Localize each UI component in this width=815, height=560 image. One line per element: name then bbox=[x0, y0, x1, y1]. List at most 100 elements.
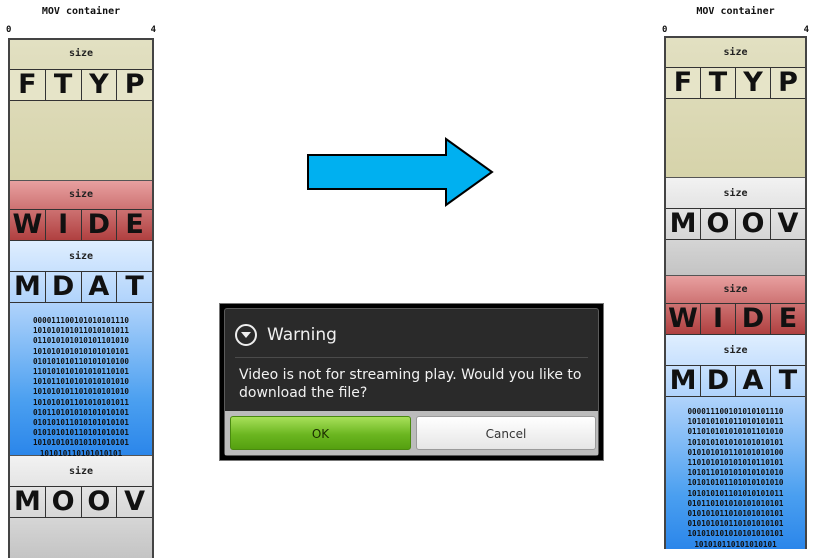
right-moov-letter: V bbox=[777, 208, 799, 239]
bit-row: 110101010101010110101 bbox=[32, 367, 129, 377]
dialog-message: Video is not for streaming play. Would y… bbox=[239, 367, 582, 401]
right-box-stack: size F T Y P size M O O V size W I bbox=[664, 36, 807, 549]
bit-row: 101010110101010101 bbox=[39, 448, 123, 458]
left-wide-size-label: size bbox=[68, 189, 94, 200]
bit-row: 101010101101010101011 bbox=[687, 488, 784, 498]
bit-row: 101011010101010101010 bbox=[687, 468, 784, 478]
right-moov-letter: M bbox=[666, 209, 701, 239]
left-ftyp-size-label: size bbox=[68, 48, 94, 59]
left-moov-box: size M O O V bbox=[10, 456, 152, 558]
bit-row: 010101010110101010101 bbox=[32, 428, 129, 438]
right-tick-start: 0 bbox=[662, 25, 668, 35]
left-mdat-binary-data: 000011100101010101110 101010101011010101… bbox=[10, 316, 152, 459]
right-wide-size-label: size bbox=[723, 284, 748, 295]
right-moov-box: size M O O V bbox=[666, 178, 805, 276]
bit-row: 101010101010101010101 bbox=[687, 529, 784, 539]
right-moov-fourcc: M O O V bbox=[666, 208, 805, 240]
left-moov-letter: O bbox=[46, 487, 82, 517]
left-wide-fourcc: W I D E bbox=[10, 209, 152, 241]
right-wide-fourcc: W I D E bbox=[666, 303, 805, 335]
bit-row: 010101010110101010101 bbox=[687, 519, 784, 529]
right-container-title: MOV container bbox=[696, 6, 775, 17]
left-box-stack: size F T Y P size W I D E size M D bbox=[8, 38, 154, 558]
left-mov-container: MOV container 0 4 size F T Y P size W I … bbox=[6, 0, 156, 560]
left-mdat-letter: T bbox=[125, 271, 144, 302]
right-mdat-letter: D bbox=[701, 366, 736, 396]
right-ftyp-letter: F bbox=[666, 68, 701, 98]
left-ftyp-letter: F bbox=[10, 70, 46, 100]
dialog-header: Warning bbox=[235, 321, 337, 349]
left-wide-box: size W I D E bbox=[10, 181, 152, 241]
left-ftyp-letter: Y bbox=[82, 70, 118, 100]
bit-row: 101010101101010101010 bbox=[687, 478, 784, 488]
right-tick-end: 4 bbox=[803, 25, 809, 35]
left-mdat-letter: A bbox=[82, 272, 118, 302]
left-mdat-letter: D bbox=[46, 272, 82, 302]
dropdown-circle-icon bbox=[235, 324, 257, 346]
right-moov-letter: O bbox=[736, 209, 771, 239]
left-mdat-box: size M D A T 000011100101010101110 10101… bbox=[10, 241, 152, 459]
right-mov-container: MOV container 0 4 size F T Y P size M O … bbox=[662, 0, 809, 560]
bit-row: 000011100101010101110 bbox=[687, 407, 784, 416]
bit-row: 101011010101010101010 bbox=[32, 377, 129, 387]
bit-row: 101010101101010101011 bbox=[32, 397, 129, 407]
left-tick-end: 4 bbox=[150, 25, 156, 35]
left-container-title: MOV container bbox=[41, 6, 121, 17]
right-wide-letter: E bbox=[778, 303, 798, 334]
bit-row: 010110101010101010101 bbox=[32, 407, 129, 417]
left-wide-letter: D bbox=[82, 210, 118, 240]
left-moov-letter: M bbox=[10, 487, 46, 517]
left-mdat-fourcc: M D A T bbox=[10, 271, 152, 303]
dialog-title: Warning bbox=[267, 325, 337, 345]
right-mdat-box: size M D A T 000011100101010101110 10101… bbox=[666, 335, 805, 549]
bit-row: 101010101010101010101 bbox=[32, 346, 129, 356]
cancel-button[interactable]: Cancel bbox=[416, 416, 596, 450]
right-moov-letter: O bbox=[701, 209, 736, 239]
right-mdat-binary-data: 000011100101010101110 101010101011010101… bbox=[666, 407, 805, 550]
dialog-divider bbox=[235, 357, 588, 358]
ok-button[interactable]: OK bbox=[230, 416, 411, 450]
right-ftyp-letter: Y bbox=[736, 68, 771, 98]
right-wide-box: size W I D E bbox=[666, 276, 805, 335]
bit-row: 101010101010101010101 bbox=[687, 437, 784, 447]
bit-row: 110101010101010110101 bbox=[687, 458, 784, 468]
left-ftyp-letter: P bbox=[124, 69, 145, 100]
left-mdat-size-label: size bbox=[68, 251, 94, 262]
right-wide-letter: D bbox=[736, 304, 771, 334]
bit-row: 010101011010101010101 bbox=[32, 418, 129, 428]
left-ftyp-letter: T bbox=[46, 70, 82, 100]
left-moov-letter: V bbox=[124, 486, 146, 517]
right-ftyp-fourcc: F T Y P bbox=[666, 67, 805, 99]
right-mdat-letter: A bbox=[736, 366, 771, 396]
right-ftyp-size-label: size bbox=[723, 47, 748, 58]
left-moov-fourcc: M O O V bbox=[10, 486, 152, 518]
right-mdat-letter: M bbox=[666, 366, 701, 396]
bit-row: 011010101010101101010 bbox=[687, 427, 784, 437]
left-wide-letter: W bbox=[10, 210, 46, 240]
left-mdat-letter: M bbox=[10, 272, 46, 302]
right-mdat-fourcc: M D A T bbox=[666, 365, 805, 397]
right-mdat-size-label: size bbox=[723, 345, 748, 356]
dialog-button-bar: OK Cancel bbox=[225, 411, 598, 455]
left-moov-size-label: size bbox=[68, 466, 94, 477]
right-moov-size-label: size bbox=[723, 188, 748, 199]
right-arrow-icon bbox=[307, 137, 494, 207]
right-wide-letter: W bbox=[666, 304, 701, 334]
right-wide-letter: I bbox=[701, 304, 736, 334]
bit-row: 000011100101010101110 bbox=[32, 316, 129, 325]
dialog-panel: Warning Video is not for streaming play.… bbox=[224, 308, 599, 456]
left-wide-letter: E bbox=[125, 209, 144, 240]
bit-row: 011010101010101101010 bbox=[32, 336, 129, 346]
bit-row: 010101010110101010100 bbox=[32, 356, 129, 366]
right-ftyp-letter: T bbox=[701, 68, 736, 98]
bit-row: 101010101011010101011 bbox=[687, 417, 784, 427]
bit-row: 010110101010101010101 bbox=[687, 498, 784, 508]
right-mdat-letter: T bbox=[778, 365, 798, 396]
bit-row: 101010101010101010101 bbox=[32, 438, 129, 448]
right-ftyp-letter: P bbox=[778, 67, 798, 98]
right-ftyp-box: size F T Y P bbox=[666, 38, 805, 178]
left-ftyp-box: size F T Y P bbox=[10, 40, 152, 181]
bit-row: 010101010110101010100 bbox=[687, 447, 784, 457]
bit-row: 010101011010101010101 bbox=[687, 509, 784, 519]
left-moov-letter: O bbox=[82, 487, 118, 517]
